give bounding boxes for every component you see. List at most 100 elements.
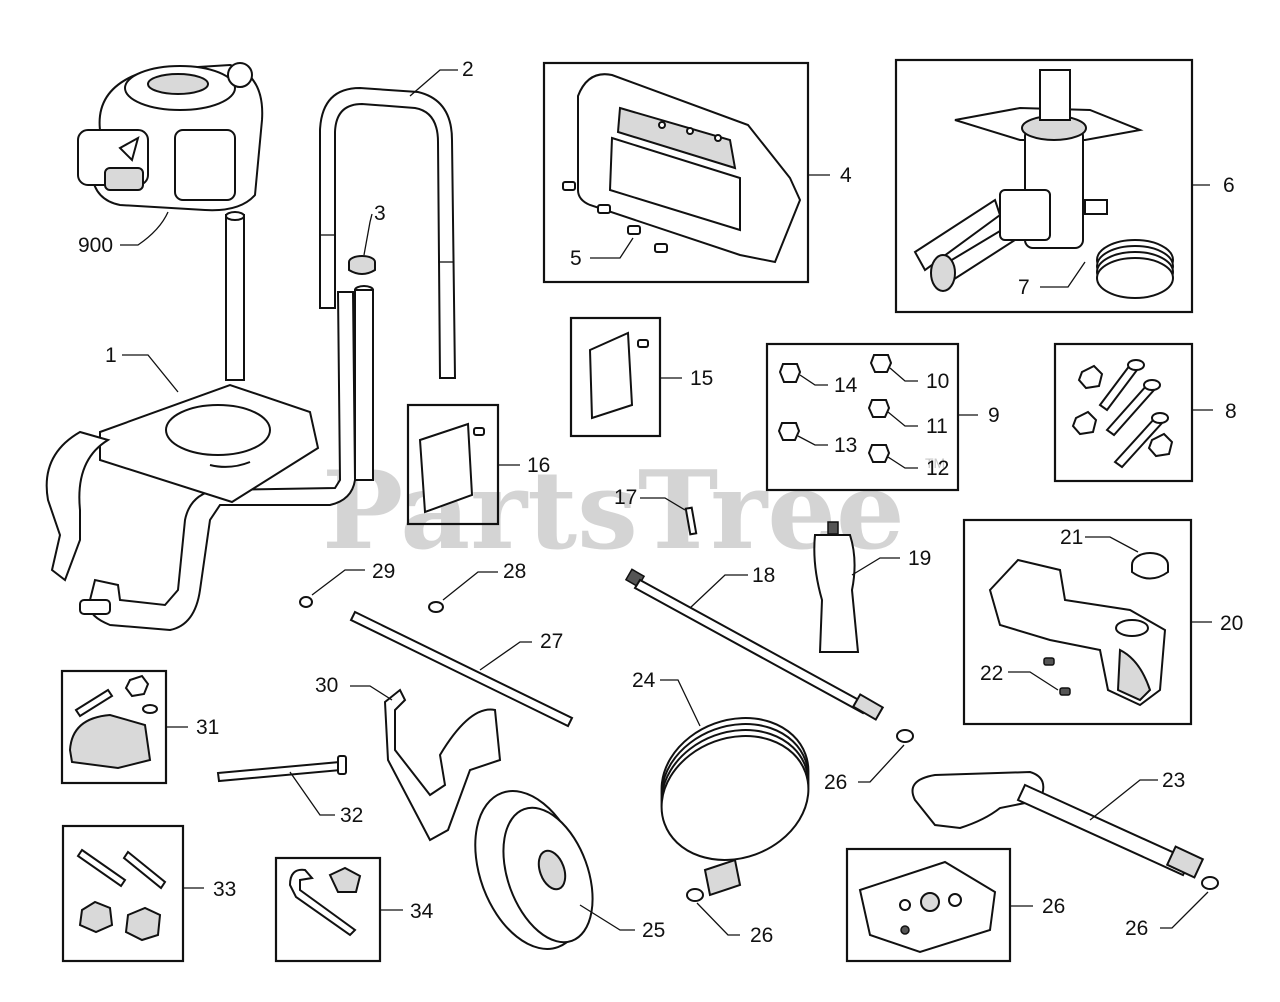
soap-bottle-illustration-19: [813, 521, 860, 653]
shield-illustration-15: [588, 331, 649, 420]
callout-28: 28: [503, 560, 526, 583]
leader-2: [409, 69, 458, 97]
callout-26d: 26: [1042, 895, 1065, 918]
leader-26a: [858, 744, 905, 783]
wand-illustration-18: [624, 568, 885, 721]
callout-7: 7: [1018, 276, 1030, 299]
hose-illustration-24: [660, 717, 810, 897]
leader-27: [479, 641, 532, 671]
callout-8: 8: [1225, 400, 1237, 423]
callout-26a: 26: [824, 771, 847, 794]
callout-20: 20: [1220, 612, 1243, 635]
leader-30: [350, 685, 393, 701]
leader-14: [799, 374, 828, 386]
washer-illustration-26a: [896, 729, 914, 743]
part-box-15: [569, 316, 662, 438]
callout-2: 2: [462, 58, 474, 81]
callout-16: 16: [527, 454, 550, 477]
hook-kit-illustration-34: [288, 866, 362, 937]
tank-illustration-20: [988, 558, 1167, 707]
frame-illustration: [45, 211, 374, 632]
callout-4: 4: [840, 164, 852, 187]
leader-1: [122, 354, 179, 393]
watermark-tm: TM: [925, 455, 945, 471]
leader-10: [889, 367, 918, 382]
callout-25: 25: [642, 919, 665, 942]
washer-illustration-28: [428, 601, 444, 613]
leader-23: [1089, 779, 1158, 821]
upper-handle-illustration: [319, 86, 457, 379]
cap-illustration: [348, 255, 376, 275]
callout-22: 22: [980, 662, 1003, 685]
callout-3: 3: [374, 202, 386, 225]
leader-26b: [696, 902, 740, 936]
pump-illustration: [913, 69, 1144, 292]
knob-kit-illustration-33: [76, 848, 167, 942]
nozzles-illustration: [777, 354, 893, 463]
callout-34: 34: [410, 900, 434, 923]
leader-900: [120, 211, 169, 246]
callout-1: 1: [105, 344, 117, 367]
callout-17: 17: [614, 486, 637, 509]
callout-19: 19: [908, 547, 931, 570]
leader-19: [851, 557, 900, 576]
callout-10: 10: [926, 370, 949, 393]
leader-18: [689, 574, 748, 609]
leader-12: [887, 456, 918, 469]
engine-illustration: [77, 62, 264, 212]
callout-18: 18: [752, 564, 775, 587]
pin-illustration-17: [684, 506, 698, 536]
callout-26b: 26: [750, 924, 773, 947]
leader-24: [660, 679, 701, 727]
leader-17: [640, 497, 686, 511]
callout-900: 900: [78, 234, 113, 257]
wheel-illustration-25: [474, 790, 594, 950]
shield-illustration-16: [418, 422, 485, 514]
part-box-26-kit: [845, 847, 1012, 963]
leader-13: [797, 435, 828, 446]
callout-32: 32: [340, 804, 363, 827]
part-box-8: [1053, 342, 1194, 483]
part-box-33: [61, 824, 185, 963]
leader-22: [1008, 671, 1059, 691]
leader-26c: [1160, 891, 1209, 929]
callout-31: 31: [196, 716, 219, 739]
callout-21: 21: [1060, 526, 1083, 549]
callout-5: 5: [570, 247, 582, 270]
part-box-9: [765, 342, 960, 492]
part-box-6: [894, 58, 1194, 314]
leader-28: [442, 571, 498, 601]
callout-15: 15: [690, 367, 713, 390]
leader-7: [1040, 261, 1086, 288]
leader-5: [590, 237, 634, 259]
callout-9: 9: [988, 404, 1000, 427]
callout-6: 6: [1223, 174, 1235, 197]
panel-illustration: [577, 73, 802, 264]
bolt-illustration-32: [216, 755, 347, 783]
axle-illustration-27: [349, 610, 574, 728]
leader-11: [887, 411, 918, 427]
callout-27: 27: [540, 630, 563, 653]
tank-cap-illustration-21: [1131, 552, 1169, 580]
callout-30: 30: [315, 674, 338, 697]
washer-illustration-29: [299, 596, 313, 608]
leader-21: [1085, 536, 1139, 553]
callout-26c: 26: [1125, 917, 1148, 940]
screws-illustration-5: [562, 181, 668, 253]
callout-23: 23: [1162, 769, 1185, 792]
callout-11: 11: [926, 415, 948, 438]
callout-13: 13: [834, 434, 857, 457]
leader-25: [579, 904, 635, 931]
leader-3: [363, 213, 373, 256]
watermark-text: PartsTree: [322, 448, 905, 574]
callout-24: 24: [632, 669, 656, 692]
washer-illustration-26b: [686, 888, 704, 902]
tank-screws-illustration-22: [1043, 657, 1071, 696]
bolts-illustration-8: [1071, 359, 1174, 469]
leader-29: [311, 569, 365, 596]
bumper-kit-illustration-31: [68, 674, 158, 770]
callout-14: 14: [834, 374, 858, 397]
gun-illustration-23: [911, 770, 1205, 879]
washer-illustration-26c: [1201, 876, 1219, 890]
